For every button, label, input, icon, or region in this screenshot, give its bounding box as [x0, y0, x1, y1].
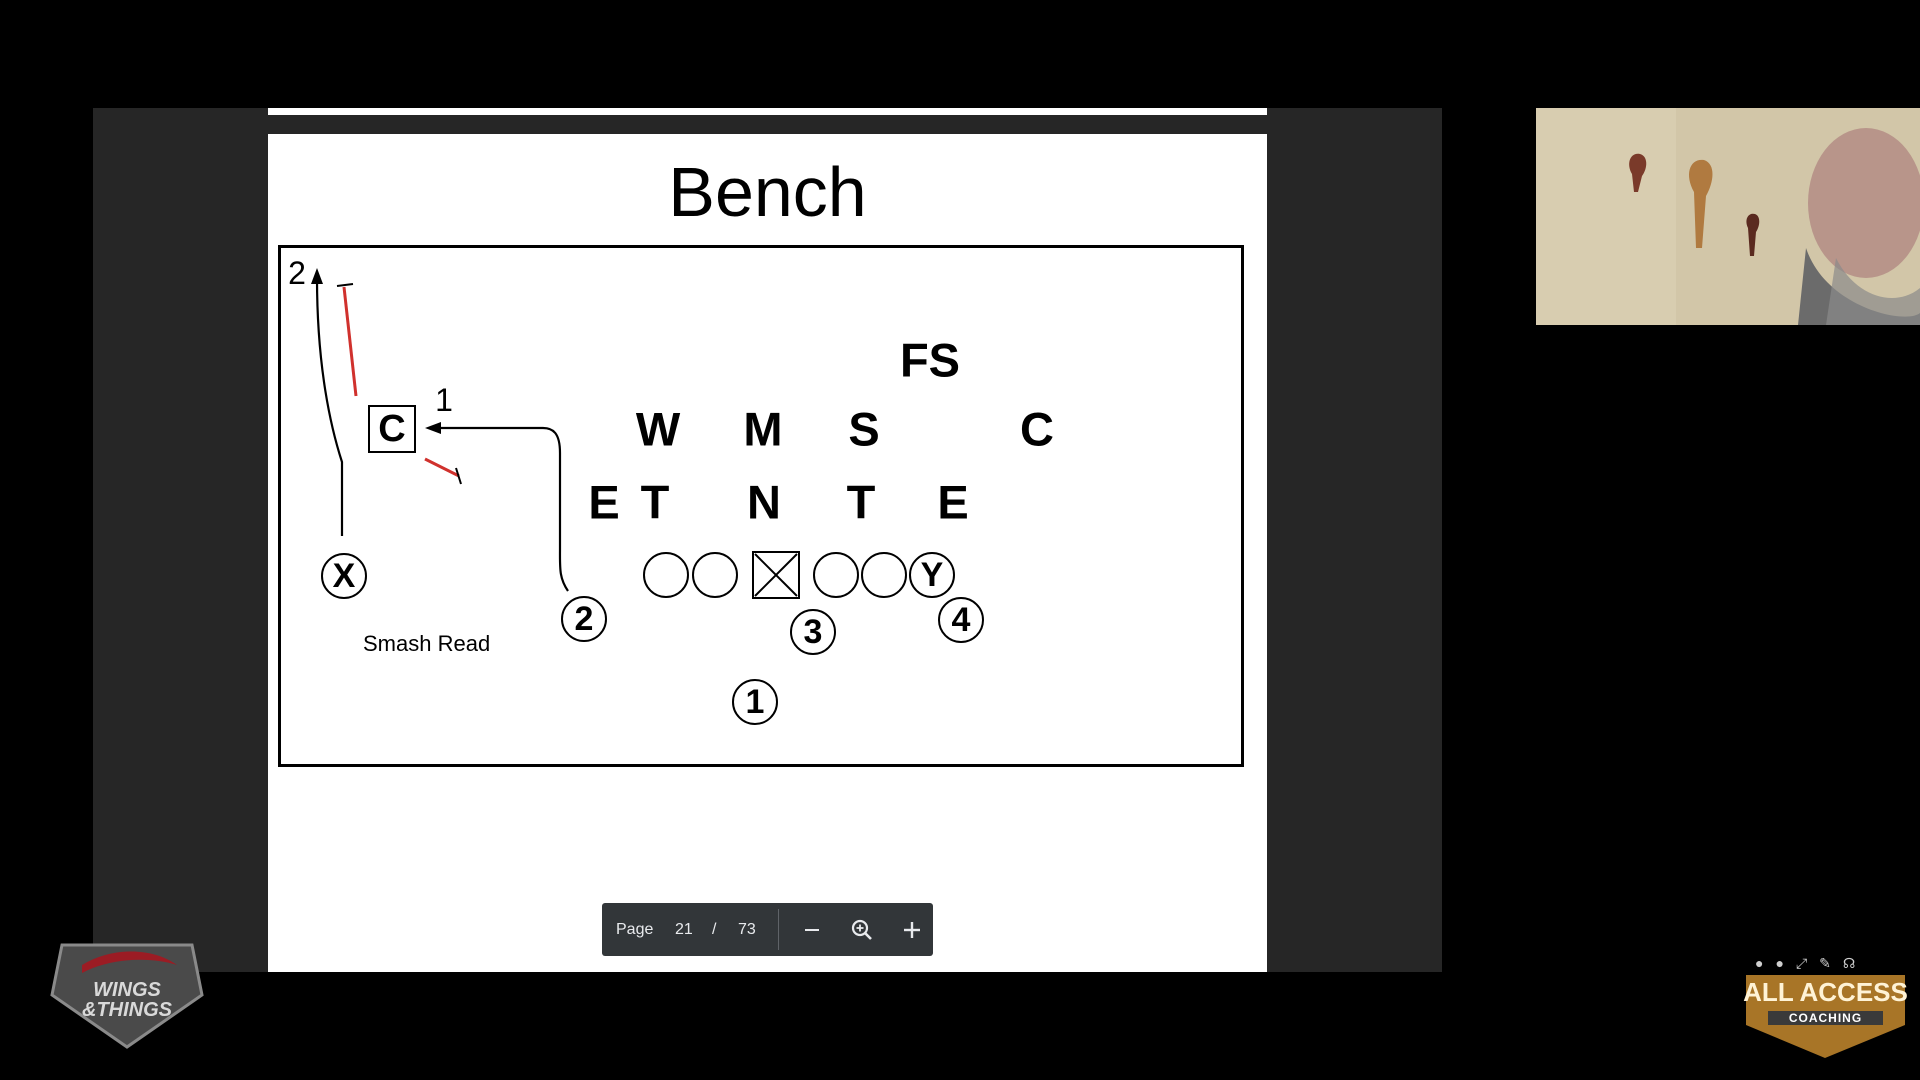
wall-decor-2 [1689, 159, 1713, 248]
zoom-out-button[interactable] [797, 903, 827, 956]
defender-e-right: E [937, 475, 969, 529]
left-logo-line1: WINGS [93, 979, 161, 1001]
corner-route-arrowhead [425, 422, 441, 434]
back-1: 1 [732, 679, 778, 725]
dot-icon-1[interactable]: ● [1755, 955, 1764, 971]
read-line-short-cap [455, 467, 462, 485]
zoom-in-button[interactable] [897, 903, 927, 956]
wings-and-things-logo: WINGS &THINGS [42, 935, 212, 1050]
wall-decor-3 [1746, 213, 1760, 256]
total-pages: 73 [738, 920, 756, 938]
toolbar-divider [778, 909, 779, 950]
back-2: 2 [561, 596, 607, 642]
defender-e-left: E [588, 475, 620, 529]
center-x-line-2 [754, 553, 798, 597]
defender-m: M [743, 402, 783, 456]
back-4: 4 [938, 597, 984, 643]
route-number-outside: 2 [288, 255, 306, 291]
x-route-arrowhead [311, 268, 323, 284]
player-y: Y [909, 552, 955, 598]
presenter-head [1808, 128, 1920, 278]
offensive-lineman-lt [643, 552, 689, 598]
headset-icon[interactable]: ☊ [1842, 954, 1856, 971]
offensive-center [752, 551, 800, 599]
presenter-beard [1798, 248, 1920, 325]
page-label: Page [616, 920, 654, 938]
defender-s: S [848, 402, 880, 456]
right-logo-line2: COACHING [1788, 1011, 1863, 1025]
back-3: 3 [790, 609, 836, 655]
defender-c: C [1020, 402, 1054, 456]
pdf-page: Bench 2 1 C FS W M S C E T N [268, 134, 1267, 972]
read-line-deep-cap [336, 283, 354, 287]
previous-page-edge [268, 108, 1267, 115]
zoom-icon [851, 919, 872, 940]
defender-fs: FS [899, 333, 961, 387]
all-access-coaching-logo: ALL ACCESS COACHING [1743, 955, 1908, 1060]
route-number-corner: 1 [435, 382, 453, 418]
minus-icon [805, 928, 819, 931]
fit-page-button[interactable] [847, 903, 877, 956]
left-logo-line2: &THINGS [82, 999, 172, 1021]
page-separator: / [712, 920, 717, 938]
presenter-video [1536, 108, 1920, 325]
page-number-input[interactable]: 21 [675, 920, 693, 938]
read-line-deep [342, 286, 358, 397]
link-icon[interactable]: ⤢ [1795, 954, 1808, 971]
defender-n: N [747, 475, 781, 529]
defender-t-right: T [846, 475, 876, 529]
right-logo-line1: ALL ACCESS [1743, 977, 1908, 1007]
player-x: X [321, 553, 367, 599]
play-diagram: 2 1 C FS W M S C E T N T E X Y 2 3 4 1 S… [278, 245, 1244, 767]
wall-decor-1 [1629, 153, 1647, 192]
defender-corner-boxed: C [368, 405, 416, 453]
dot-icon-2[interactable]: ● [1775, 955, 1784, 971]
defender-t-left: T [640, 475, 670, 529]
route-lines [311, 268, 798, 597]
x-route-line [315, 277, 344, 536]
offensive-lineman-lg [692, 552, 738, 598]
camera-controls: ● ● ⤢ ✎ ☊ [1755, 953, 1895, 973]
play-name: Smash Read [363, 631, 491, 656]
corner-route-line [441, 426, 569, 592]
webcam-feed [1536, 108, 1920, 325]
offensive-lineman-rg [813, 552, 859, 598]
defender-w: W [635, 402, 681, 456]
page-navigation-toolbar: Page 21 / 73 [602, 903, 933, 956]
slide-title: Bench [668, 153, 867, 231]
plus-icon [904, 921, 920, 938]
read-line-short [424, 457, 460, 478]
pin-icon[interactable]: ✎ [1819, 954, 1831, 971]
offensive-lineman-rt [861, 552, 907, 598]
